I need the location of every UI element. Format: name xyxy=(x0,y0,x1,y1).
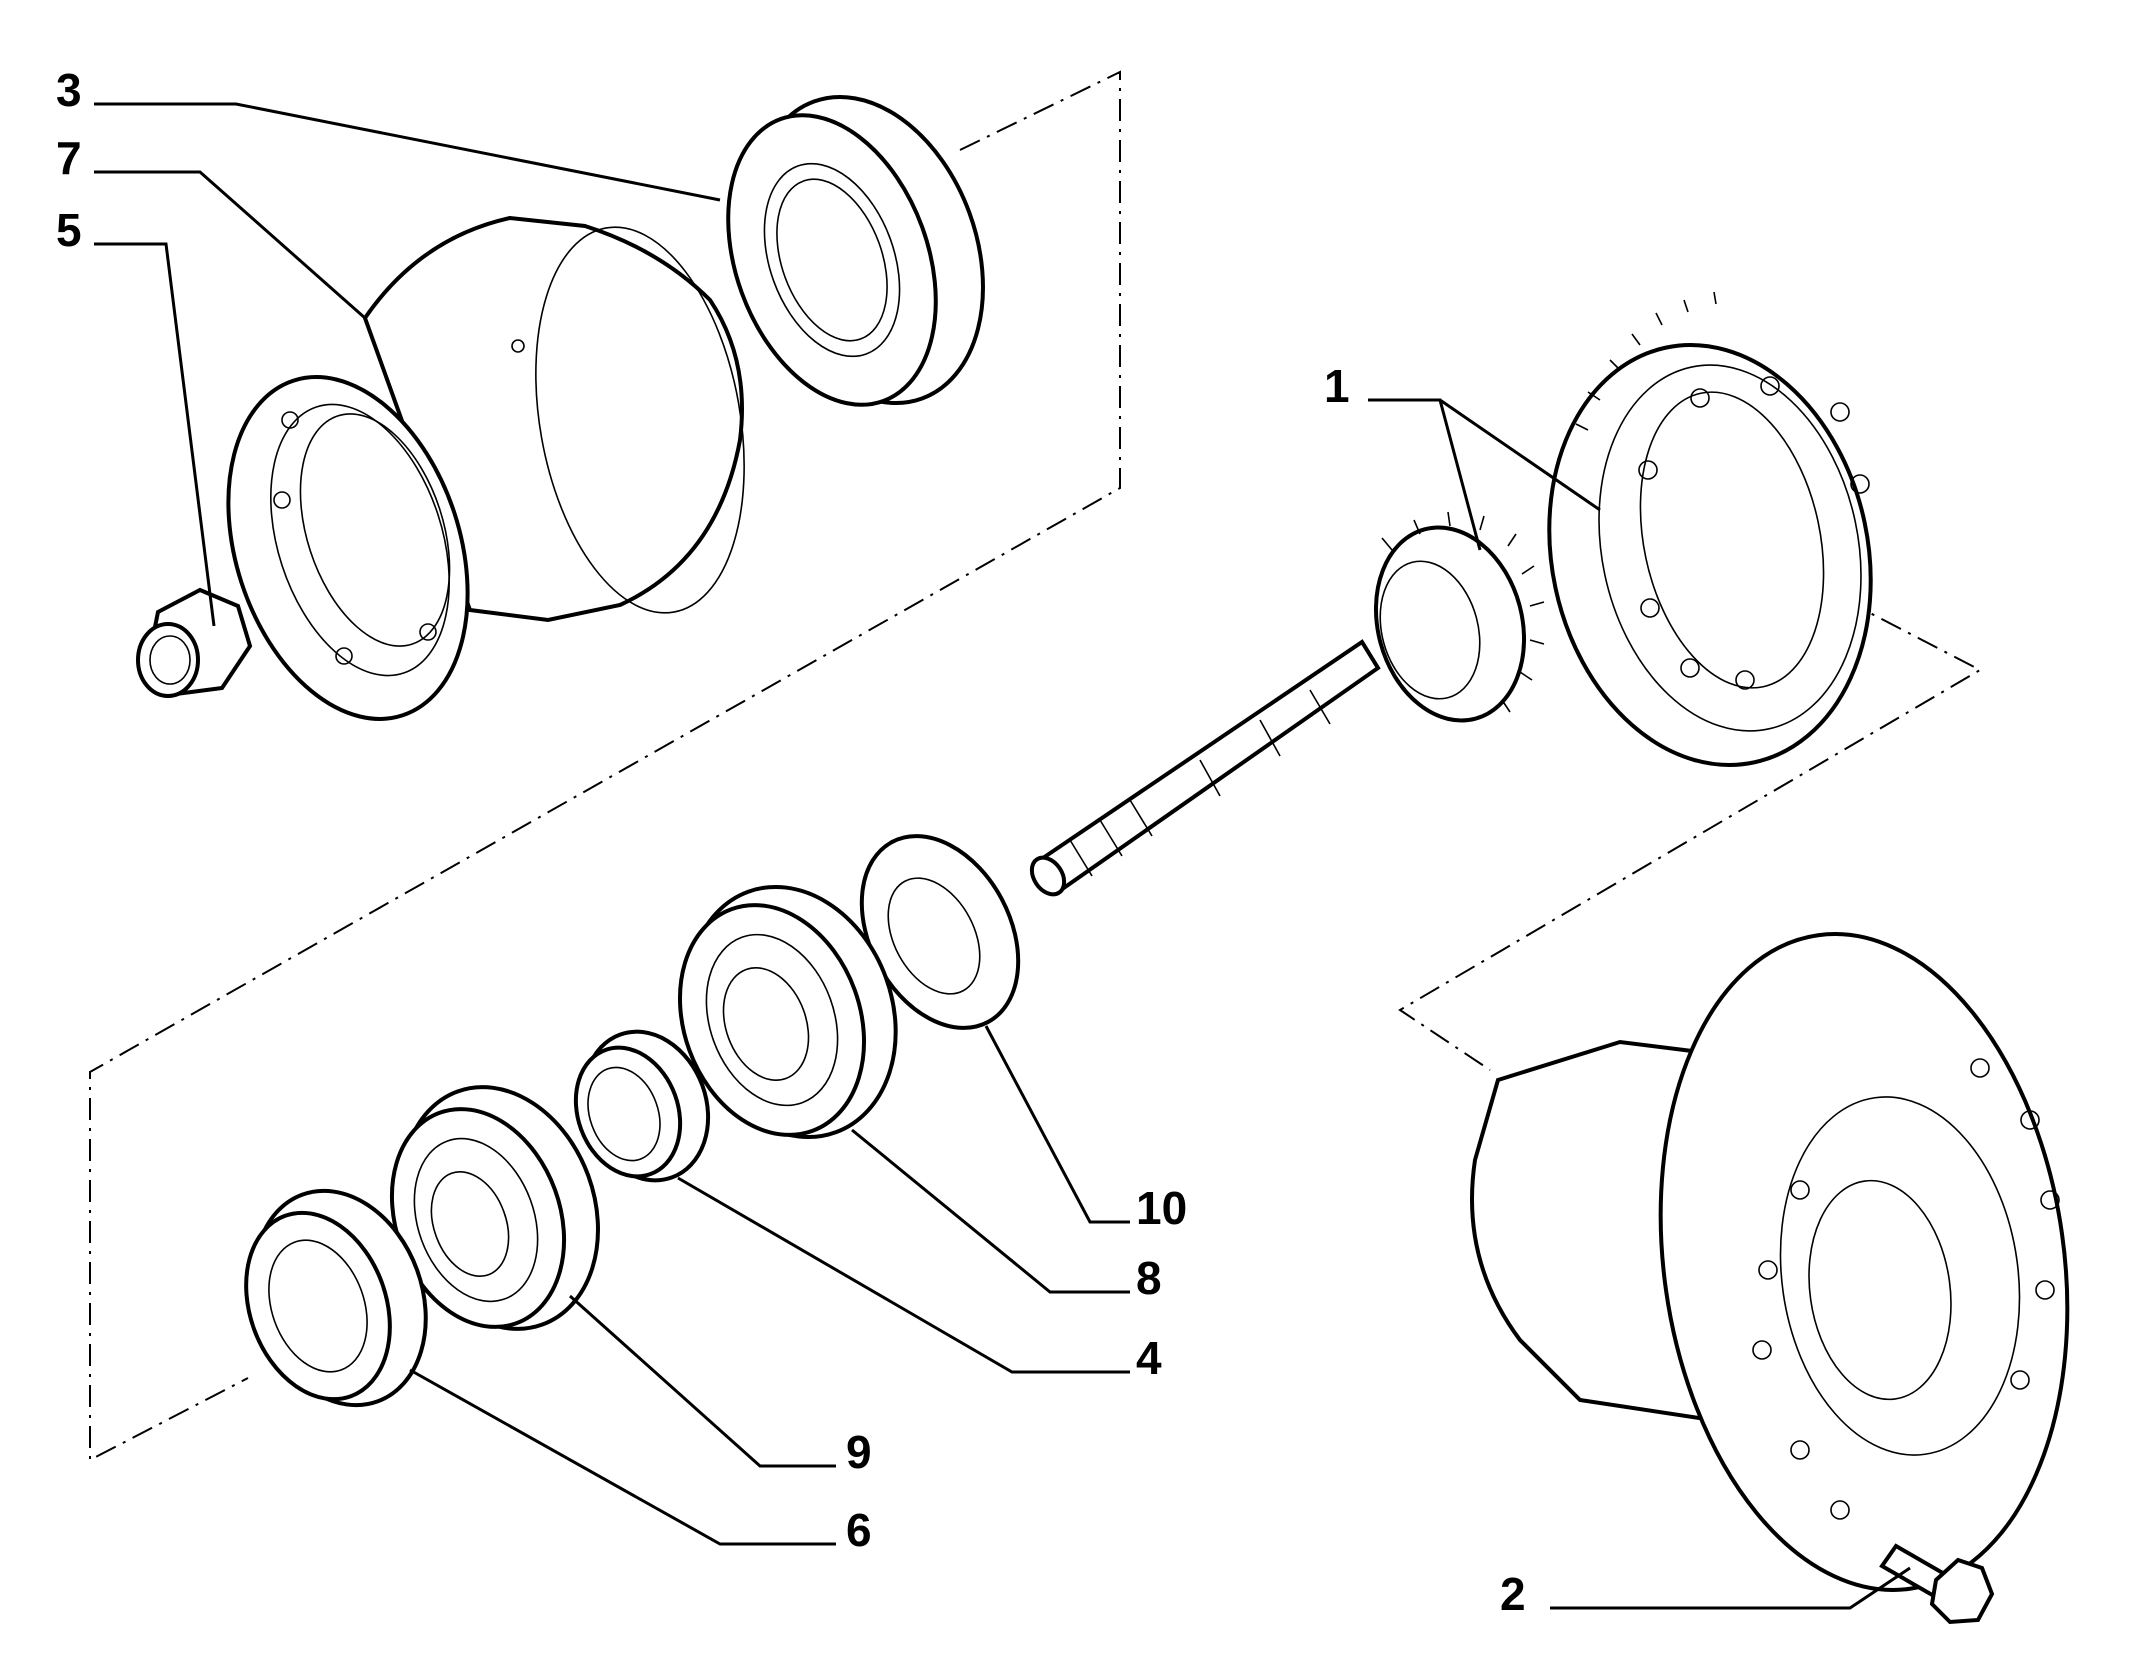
leader-2 xyxy=(1550,1566,1911,1610)
part-sleeve xyxy=(573,1029,711,1183)
part-ring-gear xyxy=(1547,291,1873,767)
leader-8 xyxy=(851,1128,1130,1294)
callout-9: 9 xyxy=(846,1426,872,1478)
callout-6: 6 xyxy=(846,1504,872,1556)
leader-10 xyxy=(984,1025,1130,1224)
part-seal-ring xyxy=(726,95,985,407)
leader-9 xyxy=(568,1294,836,1468)
leader-3 xyxy=(94,102,721,202)
callout-2: 2 xyxy=(1500,1568,1526,1620)
part-differential-case xyxy=(1470,932,2070,1592)
callout-numbers: 1 2 3 4 5 6 7 8 9 10 xyxy=(56,64,1526,1620)
part-bolt xyxy=(1879,1543,1995,1625)
callout-1: 1 xyxy=(1324,360,1350,412)
part-bearing-small xyxy=(389,1085,600,1331)
part-hub-housing xyxy=(226,215,745,721)
part-washer xyxy=(859,834,1021,1030)
callout-5: 5 xyxy=(56,204,82,256)
leader-4 xyxy=(677,1176,1130,1374)
leader-7 xyxy=(94,170,366,320)
callout-10: 10 xyxy=(1136,1182,1187,1234)
leader-6 xyxy=(409,1368,836,1546)
part-ring-nut xyxy=(244,1188,428,1408)
part-pinion-shaft xyxy=(1029,511,1545,897)
leader-5 xyxy=(94,242,216,627)
part-nut xyxy=(136,587,253,698)
callout-8: 8 xyxy=(1136,1252,1162,1304)
leader-1 xyxy=(1368,398,1601,551)
callout-leader-lines xyxy=(94,102,1911,1610)
callout-3: 3 xyxy=(56,64,82,116)
callout-4: 4 xyxy=(1136,1332,1162,1384)
part-bearing-large xyxy=(677,884,898,1140)
callout-7: 7 xyxy=(56,132,82,184)
